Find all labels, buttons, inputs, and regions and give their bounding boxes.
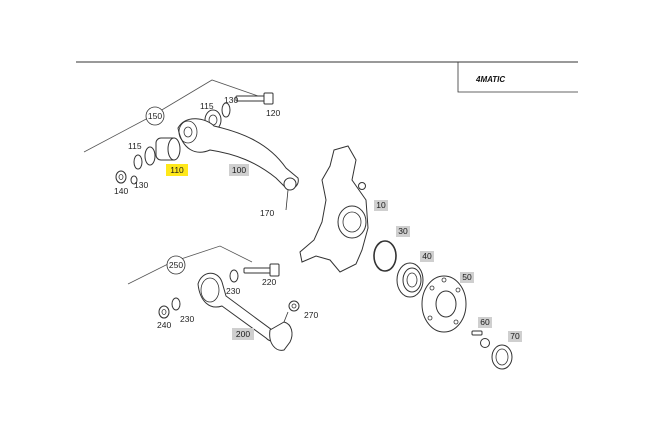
callout-220[interactable]: 220 (262, 277, 276, 287)
dust-cap-70[interactable] (491, 344, 513, 370)
svg-text:30: 30 (398, 226, 408, 236)
brand-logo: 4MATIC (475, 75, 505, 84)
nut-270[interactable] (288, 300, 300, 312)
callout-130-top[interactable]: 130 (224, 95, 238, 105)
svg-text:110: 110 (170, 165, 184, 175)
callout-30[interactable]: 30 (396, 226, 410, 237)
svg-text:70: 70 (510, 331, 520, 341)
svg-text:150: 150 (148, 111, 162, 121)
bushing-115-bottom[interactable] (144, 146, 156, 166)
bolt-120[interactable] (235, 92, 274, 105)
callout-140[interactable]: 140 (114, 186, 128, 196)
callout-230-bottom[interactable]: 230 (180, 314, 194, 324)
control-arm-100[interactable] (177, 118, 299, 189)
wheel-hub-50[interactable] (421, 275, 467, 333)
nut-240[interactable] (158, 305, 170, 319)
callout-170[interactable]: 170 (260, 208, 274, 218)
bolt-60[interactable] (471, 330, 490, 348)
svg-text:50: 50 (462, 272, 472, 282)
callout-10[interactable]: 10 (374, 200, 388, 211)
svg-text:200: 200 (236, 329, 250, 339)
wheel-bearing-40[interactable] (396, 262, 424, 298)
circlip-30[interactable] (373, 240, 397, 272)
svg-text:100: 100 (232, 165, 246, 175)
washer-230-bottom[interactable] (171, 297, 181, 311)
callout-115-bottom[interactable]: 115 (128, 141, 142, 151)
nut-140[interactable] (115, 170, 127, 184)
callout-270[interactable]: 270 (304, 310, 318, 320)
callout-130-bottom[interactable]: 130 (134, 180, 148, 190)
svg-text:250: 250 (169, 260, 183, 270)
callout-200[interactable]: 200 (232, 328, 254, 340)
washer-230-top[interactable] (229, 269, 239, 283)
callout-150[interactable]: 150 (145, 106, 165, 126)
washer-130-top[interactable] (221, 102, 231, 118)
callout-60[interactable]: 60 (478, 317, 492, 328)
callout-50[interactable]: 50 (460, 272, 474, 283)
lower-arm-group (127, 245, 300, 351)
svg-text:10: 10 (376, 200, 386, 210)
callout-100[interactable]: 100 (229, 164, 249, 176)
svg-text:60: 60 (480, 317, 490, 327)
svg-text:40: 40 (422, 251, 432, 261)
callout-110-highlight[interactable]: 110 (166, 164, 188, 176)
bushing-110[interactable] (155, 137, 181, 161)
bolt-220[interactable] (243, 263, 280, 277)
callout-120[interactable]: 120 (266, 108, 280, 118)
callout-115-top[interactable]: 115 (200, 101, 214, 111)
callout-250[interactable]: 250 (166, 255, 186, 275)
callout-240[interactable]: 240 (157, 320, 171, 330)
callout-40[interactable]: 40 (420, 251, 434, 262)
callout-230-top[interactable]: 230 (226, 286, 240, 296)
diagram-frame (76, 61, 578, 93)
upper-arm-group (83, 79, 299, 211)
ball-joint-170[interactable] (283, 177, 297, 211)
steering-knuckle-10[interactable] (299, 145, 369, 273)
washer-130-bottom[interactable] (133, 154, 143, 170)
callout-70[interactable]: 70 (508, 331, 522, 342)
